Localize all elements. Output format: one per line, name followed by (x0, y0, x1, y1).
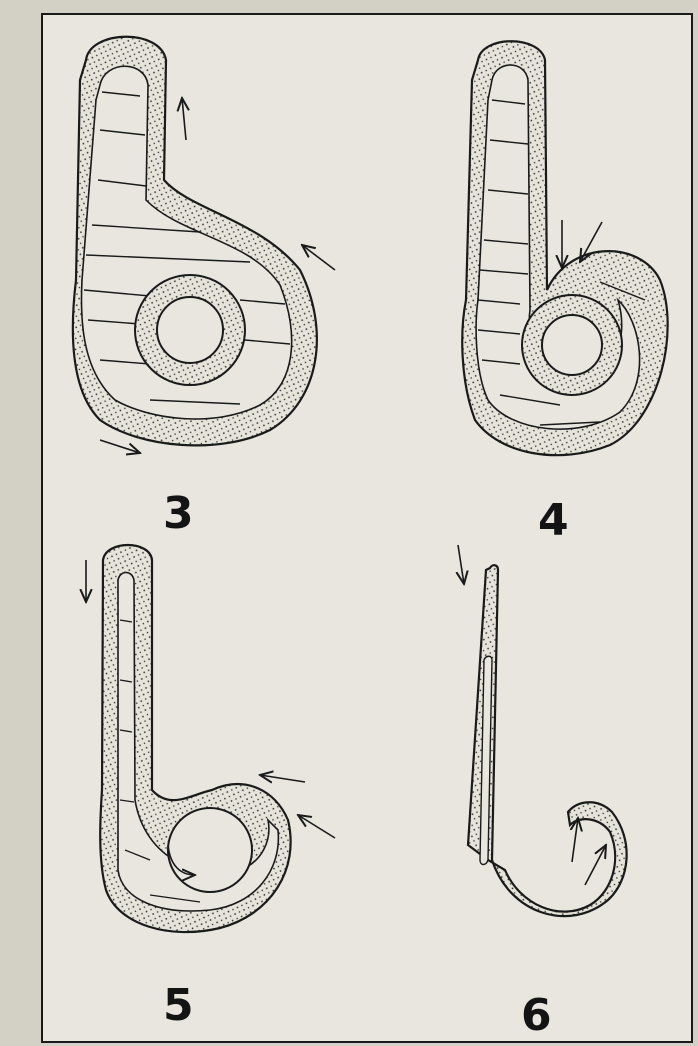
panel-6-label: 6 (521, 990, 552, 1041)
panel-5-ring-inner (168, 808, 252, 892)
panel-4-ring-inner (542, 315, 602, 375)
panel-3-ring-inner (157, 297, 223, 363)
panel-5-label: 5 (163, 980, 194, 1031)
panel-4-label: 4 (538, 495, 569, 546)
panel-3-label: 3 (163, 488, 194, 539)
